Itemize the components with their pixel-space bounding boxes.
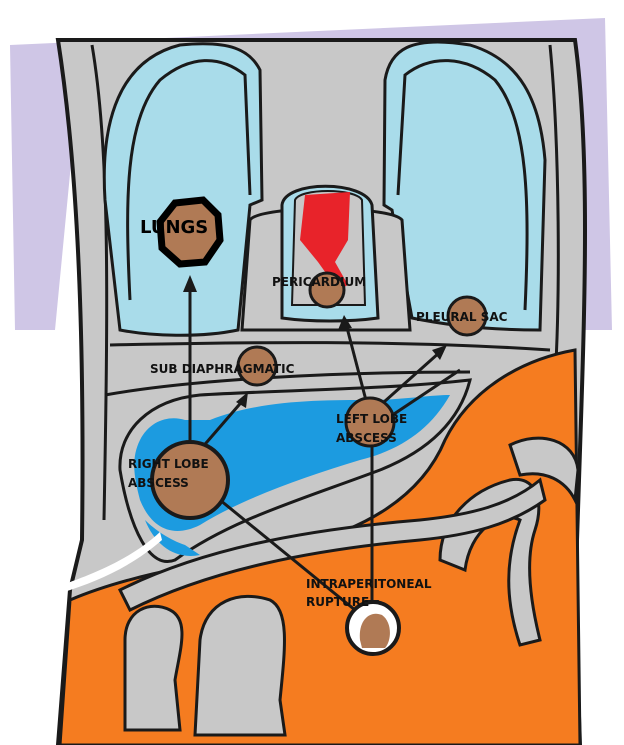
bowel-loop-left: [125, 606, 182, 730]
label-lungs: LUNGS: [140, 217, 208, 238]
label-pericardium: PERICARDIUM: [272, 275, 366, 289]
label-sub-diaphragmatic: SUB DIAPHRAGMATIC: [150, 362, 295, 376]
label-intraperitoneal-line1: INTRAPERITONEAL: [306, 577, 432, 591]
label-right-lobe-line1: RIGHT LOBE: [128, 457, 209, 471]
label-intraperitoneal-line2: RUPTURE: [306, 595, 369, 609]
bowel-loop-center: [195, 596, 285, 735]
label-right-lobe-line2: ABSCESS: [128, 476, 189, 490]
label-left-lobe-line2: ABSCESS: [336, 431, 397, 445]
label-left-lobe-line1: LEFT LOBE: [336, 412, 407, 426]
label-pleural-sac: PLEURAL SAC: [416, 310, 508, 324]
